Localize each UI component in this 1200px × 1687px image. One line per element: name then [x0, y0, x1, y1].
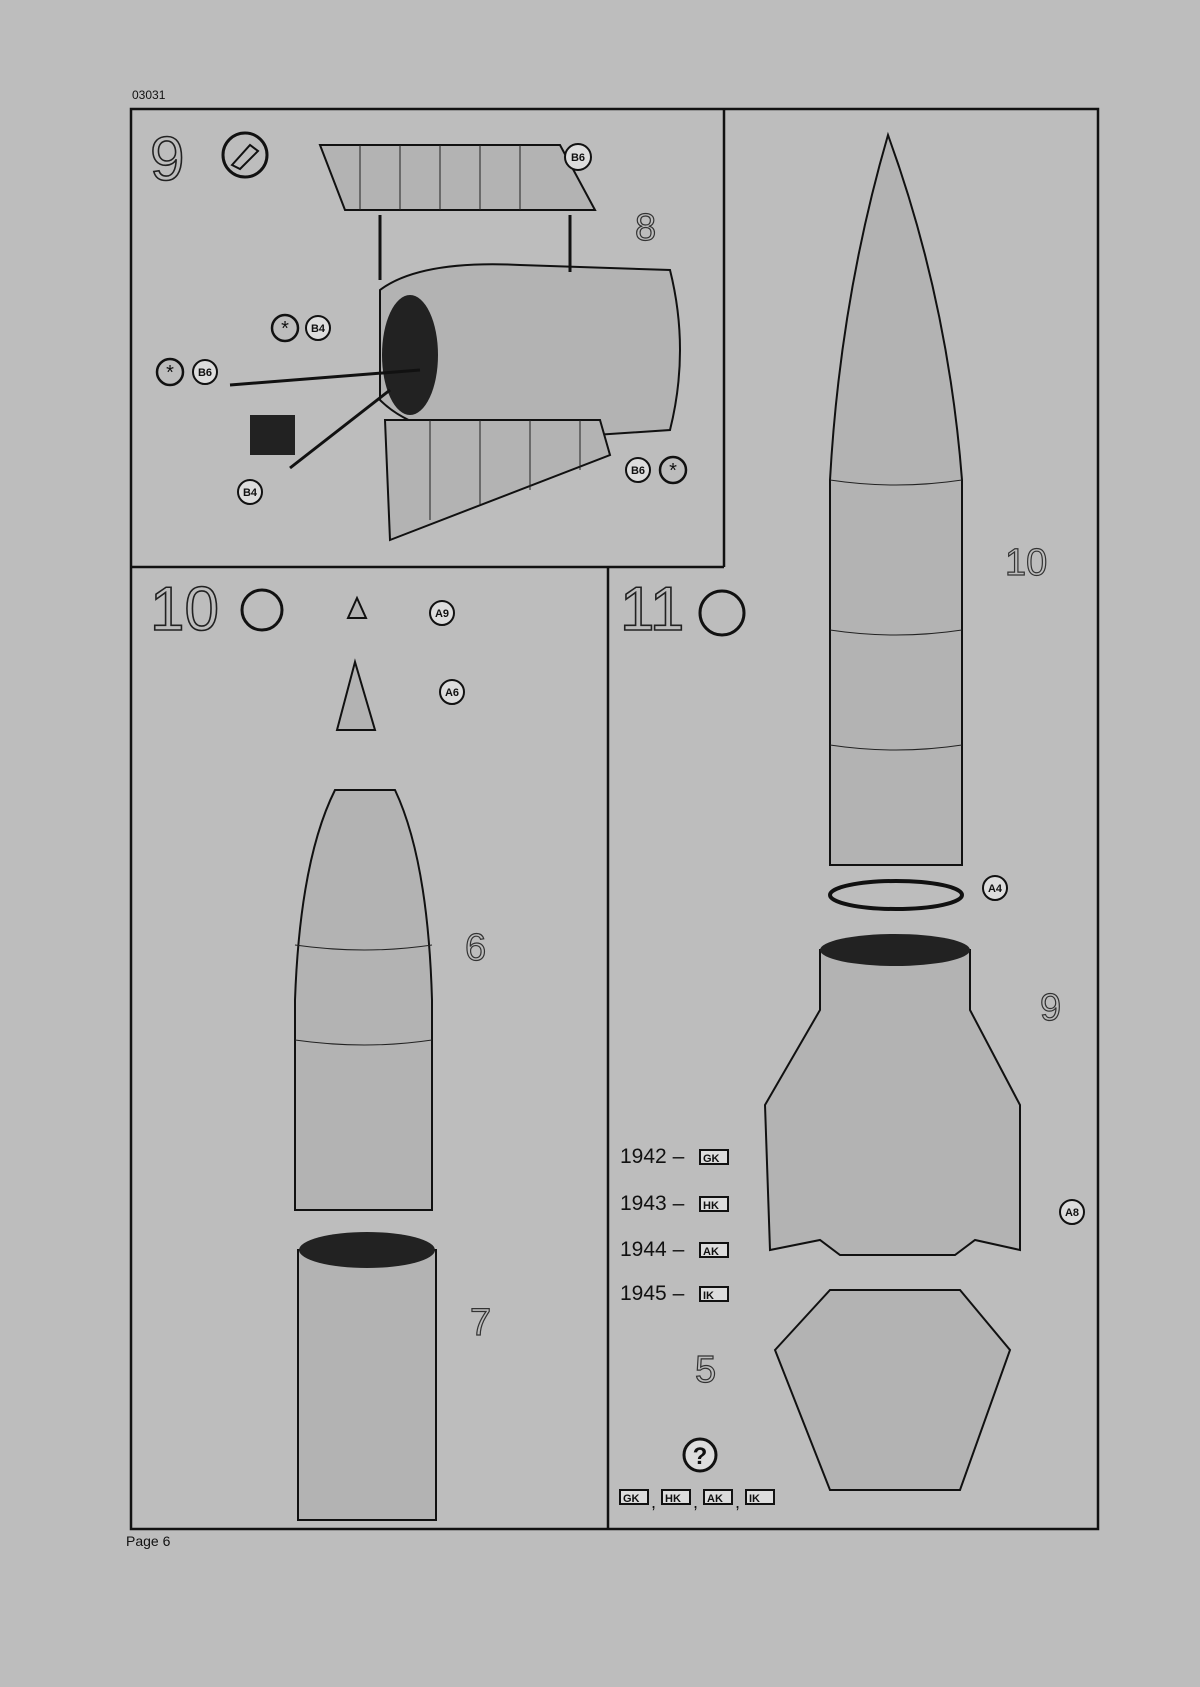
- callout-5: 5: [695, 1349, 716, 1391]
- svg-text:1944 –: 1944 –: [620, 1238, 685, 1261]
- asterisk-icon: *: [270, 313, 300, 343]
- page-label: Page 6: [126, 1533, 171, 1549]
- svg-text:IK: IK: [749, 1493, 760, 1505]
- part-label-b4: B4: [237, 479, 263, 505]
- rocket-upper: [829, 131, 963, 866]
- step-number: 9: [150, 125, 184, 194]
- svg-text:HK: HK: [665, 1493, 681, 1505]
- svg-text:GK: GK: [703, 1153, 720, 1165]
- callout-8: 8: [635, 207, 656, 249]
- tail-with-fins: [763, 949, 1021, 1256]
- svg-text:AK: AK: [707, 1493, 723, 1505]
- part-label-b6: B6: [625, 457, 651, 483]
- asterisk-icon: *: [155, 357, 185, 387]
- legend-row: 1942 – GK: [620, 1145, 729, 1168]
- nose-cone: [335, 658, 377, 731]
- step-number: 10: [150, 575, 219, 644]
- svg-text:B4: B4: [311, 323, 326, 335]
- svg-text:A4: A4: [988, 883, 1003, 895]
- svg-text:1942 –: 1942 –: [620, 1145, 685, 1168]
- svg-text:A6: A6: [445, 687, 459, 699]
- option-selector: ? GK , HK , AK , IK: [619, 1437, 775, 1512]
- question-mark-icon: ?: [693, 1443, 708, 1470]
- svg-text:,: ,: [735, 1492, 740, 1512]
- part-label-a4: A4: [982, 875, 1008, 901]
- callout-6: 6: [465, 927, 486, 969]
- svg-text:GK: GK: [623, 1493, 640, 1505]
- svg-text:B6: B6: [571, 152, 585, 164]
- callout-7: 7: [470, 1302, 491, 1344]
- part-label-b4: B4: [305, 315, 331, 341]
- camouflage-legend: 1942 – GK 1943 – HK 1944 – AK 1945 – IK: [620, 1145, 729, 1305]
- svg-text:*: *: [166, 362, 174, 384]
- step-number: 11: [620, 575, 684, 644]
- callout-9: 9: [1040, 987, 1061, 1029]
- part-label-a8: A8: [1059, 1199, 1085, 1225]
- body-section: [297, 1249, 437, 1521]
- svg-text:B6: B6: [631, 465, 645, 477]
- svg-text:IK: IK: [703, 1290, 714, 1302]
- nose-tip: [346, 595, 368, 619]
- part-label-b6: B6: [564, 143, 592, 171]
- svg-text:,: ,: [651, 1492, 656, 1512]
- step-11-panel: 11 A4 A8 10 9 5 1942 – GK 1943 – HK 1944 –…: [619, 131, 1085, 1512]
- svg-text:A9: A9: [435, 608, 449, 620]
- legend-row: 1944 – AK: [620, 1238, 729, 1261]
- legend-row: 1945 – IK: [620, 1282, 729, 1305]
- part-label-a6: A6: [439, 679, 465, 705]
- panel-frames: [129, 107, 1100, 1531]
- part-label-b6: B6: [192, 359, 218, 385]
- fin-upper: [318, 144, 597, 211]
- svg-text:,: ,: [693, 1492, 698, 1512]
- step-10-panel: 10 A9 A6 6 7: [149, 574, 492, 1521]
- svg-text:HK: HK: [703, 1200, 719, 1212]
- warhead-section: [294, 789, 433, 1211]
- launch-stand: [773, 1289, 1012, 1491]
- glue-icon: [221, 131, 269, 179]
- svg-text:B6: B6: [198, 367, 212, 379]
- svg-text:*: *: [281, 318, 289, 340]
- doc-number: 03031: [132, 88, 166, 102]
- svg-text:AK: AK: [703, 1246, 719, 1258]
- fin-lower: [383, 419, 612, 542]
- step-9-panel: 9 8 B6 * B4 * B6 B4 B6 *: [149, 124, 688, 542]
- asterisk-icon: *: [658, 455, 688, 485]
- svg-text:*: *: [669, 460, 677, 482]
- callout-10: 10: [1005, 542, 1047, 584]
- glue-icon: [698, 589, 746, 637]
- svg-text:1945 –: 1945 –: [620, 1282, 685, 1305]
- part-label-a9: A9: [429, 600, 455, 626]
- svg-text:A8: A8: [1065, 1207, 1079, 1219]
- svg-text:B4: B4: [243, 487, 258, 499]
- glue-icon: [240, 588, 284, 632]
- legend-row: 1943 – HK: [620, 1192, 729, 1215]
- svg-text:1943 –: 1943 –: [620, 1192, 685, 1215]
